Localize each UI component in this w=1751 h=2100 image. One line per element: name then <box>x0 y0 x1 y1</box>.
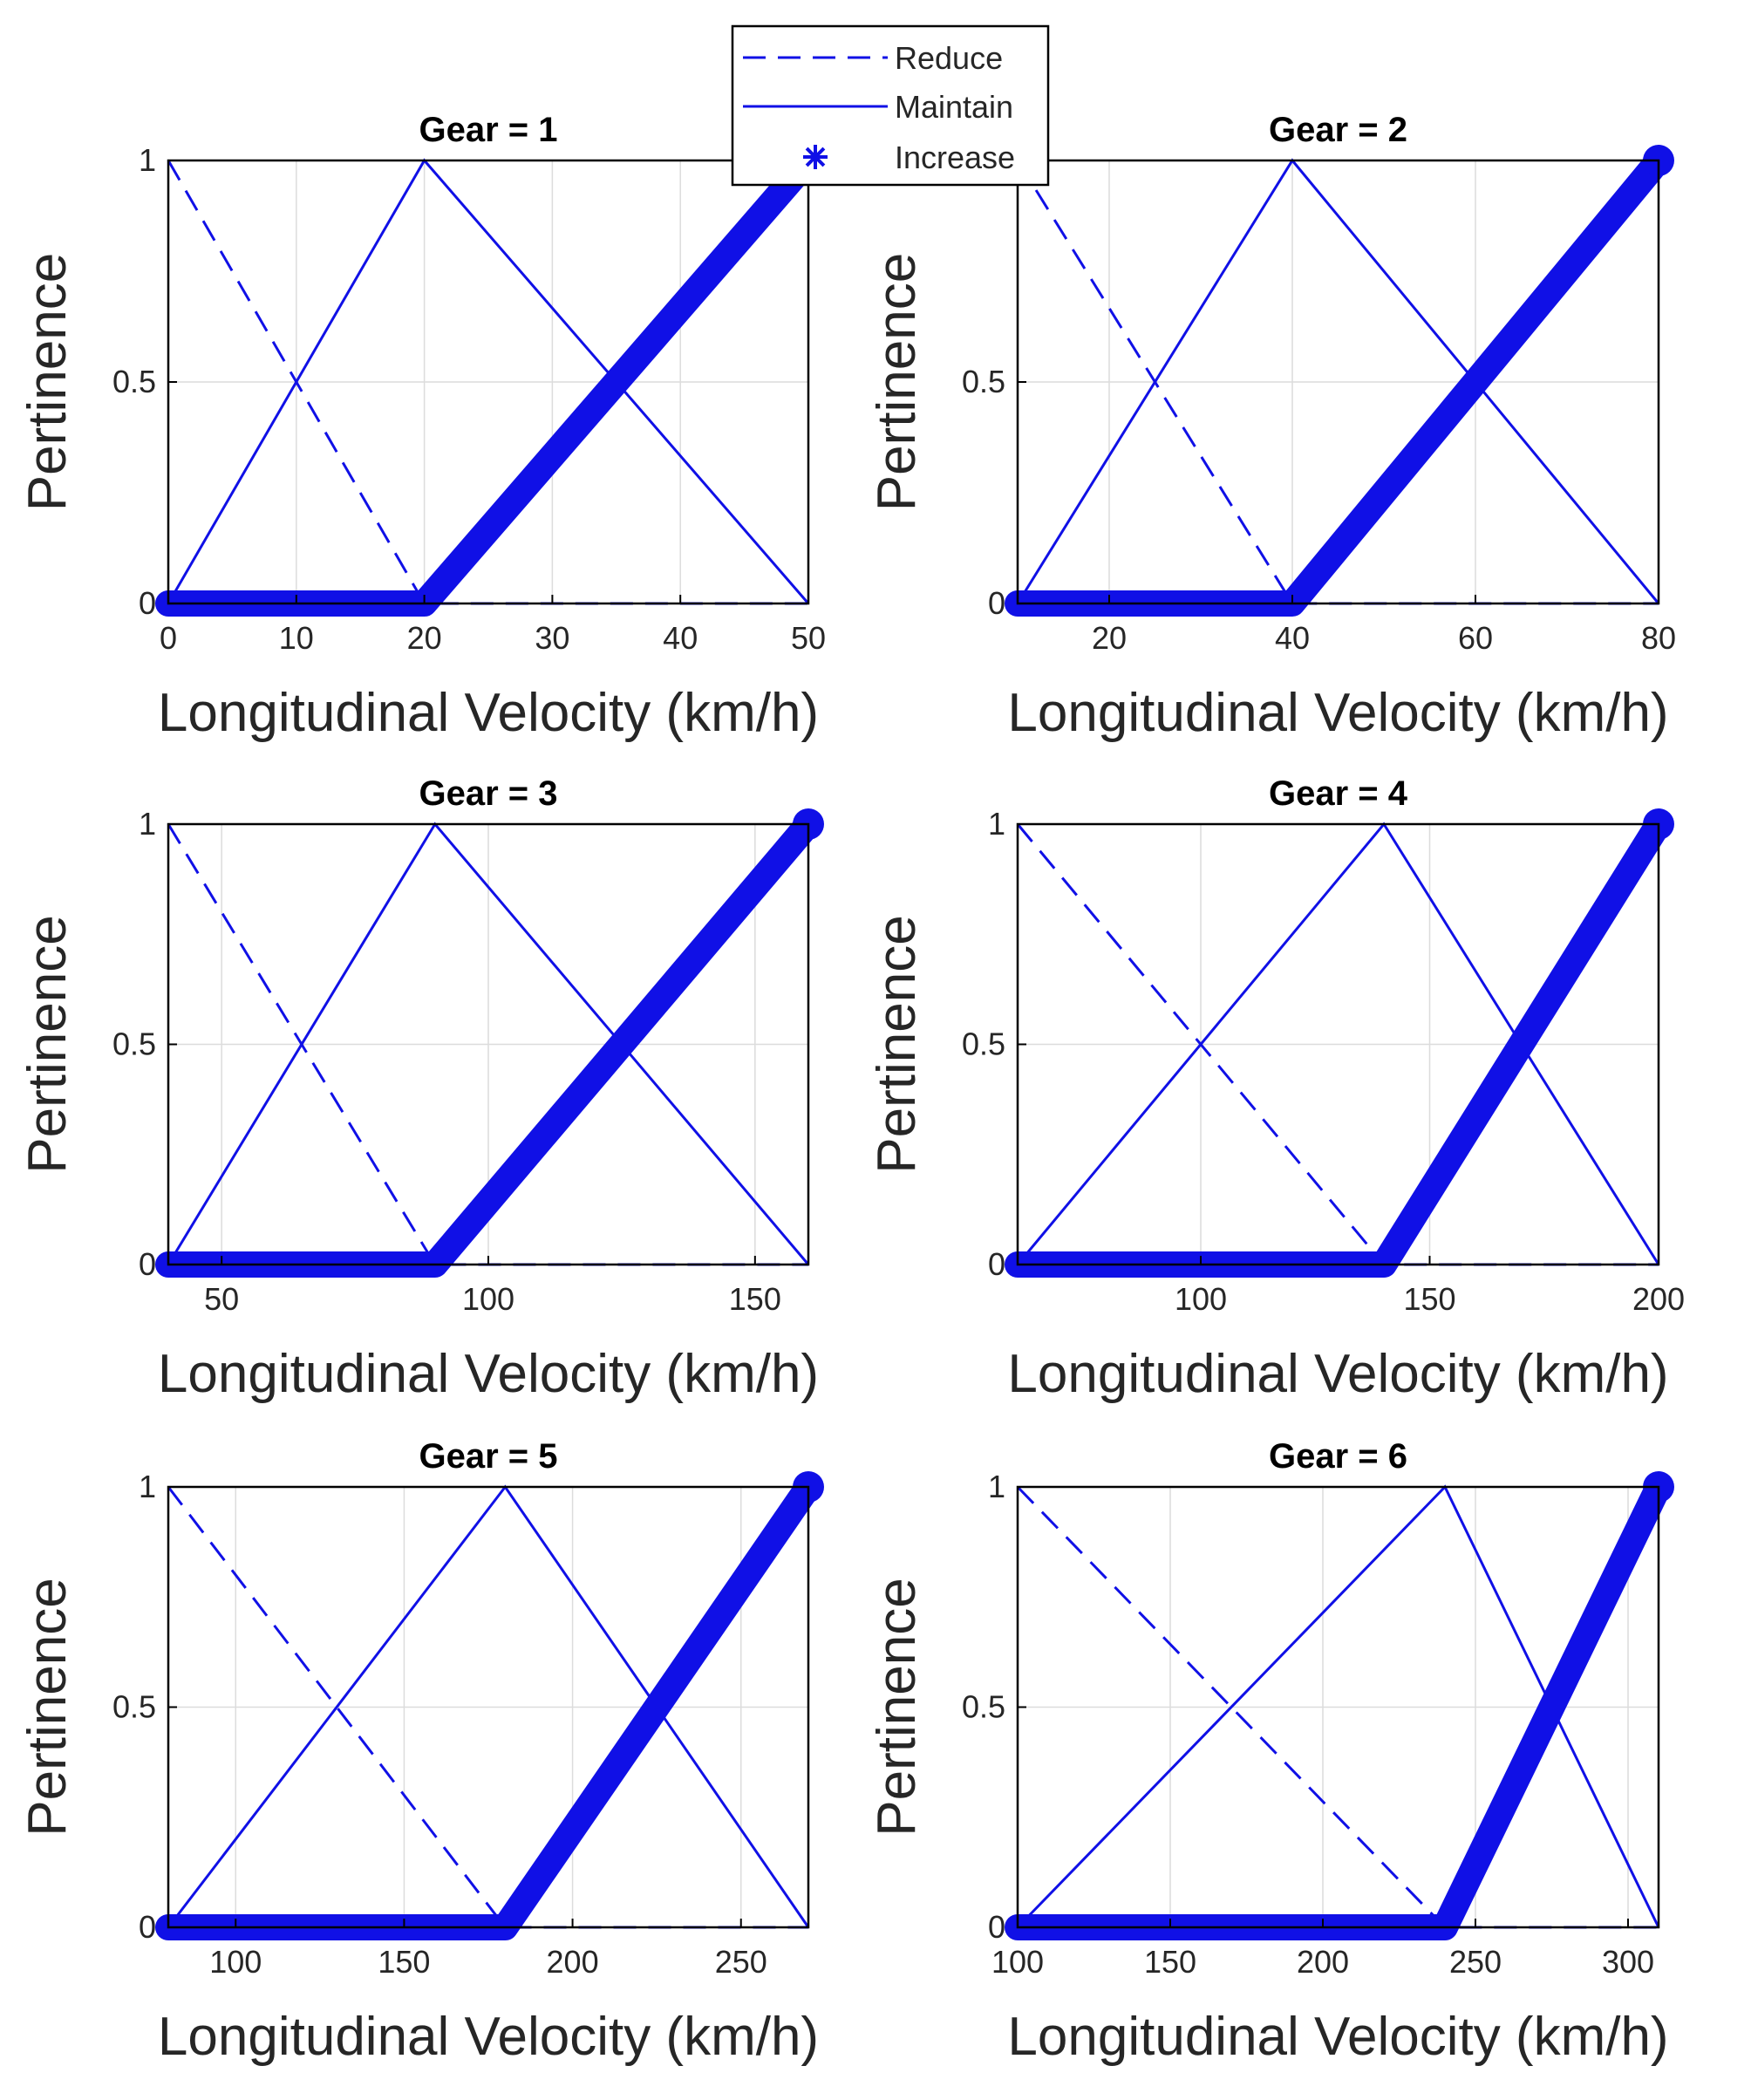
panel-3: 50 100 150 0 0.5 1 Gear = 3 Longitudinal Veloci… <box>17 774 824 1404</box>
y-tick-label: 1 <box>988 1469 1005 1504</box>
y-axis-label: Pertinence <box>17 1578 78 1836</box>
y-tick-label: 0.5 <box>962 1689 1005 1725</box>
series-reduce <box>167 1486 808 1929</box>
grid <box>168 1487 808 1927</box>
x-axis-label: Longitudinal Velocity (km/h) <box>158 1344 819 1404</box>
x-tick-label: 150 <box>1403 1281 1455 1317</box>
panel-6: 100 150 200 250 300 0 0.5 1 Gear = 6 Longitudinal… <box>867 1437 1674 2067</box>
panel-5: 100 150 200 250 0 0.5 1 Gear = 5 Longitudinal Ve… <box>17 1437 824 2067</box>
legend-label: Reduce <box>895 40 1003 76</box>
x-tick-label: 150 <box>1144 1944 1196 1980</box>
panel-title: Gear = 5 <box>419 1437 557 1476</box>
x-axis-label: Longitudinal Velocity (km/h) <box>158 2007 819 2067</box>
y-tick-label: 0 <box>988 1246 1005 1282</box>
x-tick-label: 150 <box>729 1281 781 1317</box>
panel-title: Gear = 4 <box>1269 774 1408 813</box>
x-tick-label: 100 <box>1175 1281 1227 1317</box>
panel-2: 20 40 60 80 0 0.5 Gear = 2 Longitudinal Velocit… <box>867 111 1676 743</box>
x-axis-label: Longitudinal Velocity (km/h) <box>1007 2007 1668 2067</box>
x-tick-label: 30 <box>535 620 569 656</box>
legend-label: Maintain <box>895 89 1013 125</box>
x-axis-label: Longitudinal Velocity (km/h) <box>158 683 819 743</box>
legend-swatch-star <box>805 147 826 167</box>
panel-1: 0 10 20 30 40 50 0 0.5 1 Gear = 1 Longitudinal Vel… <box>17 111 826 743</box>
y-tick-label: 1 <box>139 1469 156 1504</box>
y-axis-label: Pertinence <box>17 253 78 511</box>
x-tick-label: 250 <box>715 1944 767 1980</box>
legend-label: Increase <box>895 140 1015 175</box>
x-tick-label: 40 <box>1275 620 1310 656</box>
legend-item-reduce: Reduce <box>743 40 1003 76</box>
panel-title: Gear = 2 <box>1269 111 1407 149</box>
x-tick-label: 40 <box>663 620 698 656</box>
x-tick-label: 200 <box>547 1944 599 1980</box>
x-tick-label: 50 <box>791 620 826 656</box>
x-tick-label: 250 <box>1449 1944 1502 1980</box>
y-tick-label: 0 <box>988 585 1005 621</box>
y-tick-label: 0.5 <box>962 1026 1005 1062</box>
x-axis-label: Longitudinal Velocity (km/h) <box>1007 1344 1668 1404</box>
legend-item-maintain: Maintain <box>743 89 1013 125</box>
y-tick-label: 0.5 <box>112 1689 156 1725</box>
panel-title: Gear = 3 <box>419 774 557 813</box>
grid <box>168 160 808 603</box>
grid <box>1018 160 1659 603</box>
y-tick-label: 0 <box>139 1246 156 1282</box>
x-tick-label: 50 <box>204 1281 239 1317</box>
y-tick-label: 0 <box>139 1909 156 1945</box>
x-tick-label: 200 <box>1297 1944 1349 1980</box>
y-tick-label: 0 <box>139 585 156 621</box>
x-tick-label: 100 <box>462 1281 514 1317</box>
y-tick-label: 1 <box>139 142 156 178</box>
y-axis-label: Pertinence <box>867 253 927 511</box>
x-tick-label: 80 <box>1641 620 1676 656</box>
x-tick-label: 0 <box>160 620 177 656</box>
legend-item-increase: Increase <box>803 140 1015 175</box>
x-tick-label: 20 <box>1092 620 1127 656</box>
y-tick-label: 0.5 <box>112 1026 156 1062</box>
y-tick-label: 0 <box>988 1909 1005 1945</box>
panel-title: Gear = 6 <box>1269 1437 1407 1476</box>
y-tick-label: 0.5 <box>962 364 1005 399</box>
x-tick-label: 60 <box>1458 620 1493 656</box>
x-tick-label: 200 <box>1632 1281 1685 1317</box>
x-tick-label: 10 <box>279 620 314 656</box>
y-tick-label: 1 <box>139 806 156 842</box>
x-tick-label: 20 <box>407 620 442 656</box>
panel-4: 100 150 200 0 0.5 1 Gear = 4 Longitudinal Veloc… <box>867 774 1685 1404</box>
y-axis-label: Pertinence <box>867 915 927 1173</box>
y-tick-label: 0.5 <box>112 364 156 399</box>
y-tick-label: 1 <box>988 806 1005 842</box>
y-axis-label: Pertinence <box>867 1578 927 1836</box>
x-axis-label: Longitudinal Velocity (km/h) <box>1007 683 1668 743</box>
x-tick-label: 100 <box>991 1944 1044 1980</box>
x-tick-label: 300 <box>1602 1944 1654 1980</box>
x-tick-label: 150 <box>378 1944 430 1980</box>
y-axis-label: Pertinence <box>17 915 78 1173</box>
x-tick-label: 100 <box>209 1944 262 1980</box>
panel-title: Gear = 1 <box>419 111 557 149</box>
